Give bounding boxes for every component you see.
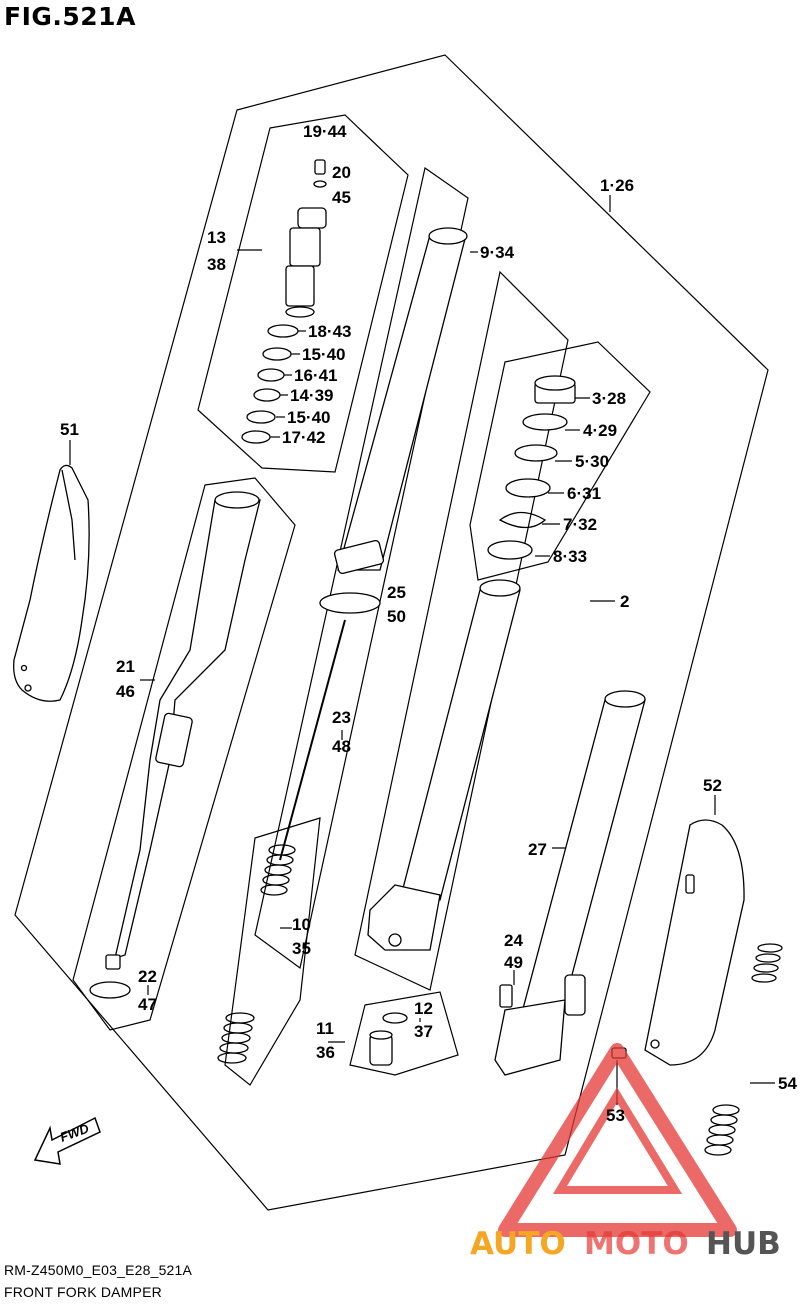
damper-rod-part [89,491,261,999]
outline-spring-group [224,817,321,1086]
inner-tube-part [279,227,468,861]
spring-part [217,844,296,1064]
callout-46: 46 [116,682,135,701]
callout-2: 2 [620,592,629,611]
callout-8-33: 8·33 [553,547,587,566]
fork-leg-part [494,690,646,1076]
callout-27: 27 [528,840,547,859]
callout-6-31: 6·31 [567,484,601,503]
valve-part [369,1012,408,1066]
callout-22: 22 [138,967,157,986]
automotohub-watermark-logo [498,1043,737,1237]
callout-48: 48 [332,737,351,756]
callout-9-34: 9·34 [480,243,515,262]
callout-36: 36 [316,1043,335,1062]
callout-13: 13 [207,228,226,247]
automotohub-watermark: AUTO MOTO HUB [470,1226,781,1262]
callout-49: 49 [504,953,523,972]
fork-guard-right-part [644,819,745,1066]
callout-18-43: 18·43 [308,322,351,341]
callout-50: 50 [387,607,406,626]
figure-title: FIG.521A [4,2,136,31]
outline-valve-group [349,991,459,1076]
callout-labels: 19·44 20 45 13 38 18·43 15·40 16·41 14·3… [60,122,797,1125]
cartridge-parts [241,159,327,444]
callout-19-44: 19·44 [303,122,347,141]
callout-20: 20 [332,163,351,182]
callout-10: 10 [292,915,311,934]
outline-inner-tube-group [254,166,469,970]
callout-45: 45 [332,188,351,207]
callout-11: 11 [316,1019,334,1038]
figure-code: RM-Z450M0_E03_E28_521A [4,1262,193,1278]
outer-tube-part [367,579,521,951]
callout-52: 52 [703,776,722,795]
fwd-arrow-icon: FWD [33,1116,101,1165]
figure-subtitle: FRONT FORK DAMPER [4,1284,162,1300]
callout-16-41: 16·41 [294,366,337,385]
callout-1-26: 1·26 [600,176,634,195]
callout-12: 12 [414,999,433,1018]
callout-23: 23 [332,708,351,727]
seal-parts [487,375,576,560]
callout-15-40-a: 15·40 [302,345,345,364]
callout-54: 54 [778,1074,797,1093]
watermark-auto: AUTO [470,1226,566,1262]
watermark-moto: MOTO [584,1226,689,1262]
callout-51: 51 [60,420,79,439]
callout-4-29: 4·29 [583,421,617,440]
callout-5-30: 5·30 [575,452,609,471]
callout-25: 25 [387,583,406,602]
callout-7-32: 7·32 [563,515,597,534]
callout-35: 35 [292,939,311,958]
callout-38: 38 [207,255,226,274]
outline-cartridge-group [197,114,409,473]
outline-outer-tube-group [354,270,569,991]
watermark-hub: HUB [706,1226,781,1262]
callout-15-40-b: 15·40 [287,408,330,427]
outline-main-assembly [14,54,769,1211]
outline-damper-rod-group [72,477,296,1031]
callout-21: 21 [116,657,135,676]
callout-37: 37 [414,1022,433,1041]
callout-14-39: 14·39 [290,386,333,405]
callout-47: 47 [138,995,157,1014]
fork-guard-left-part [13,464,90,702]
callout-3-28: 3·28 [592,389,626,408]
outline-seal-group [469,341,651,581]
callout-24: 24 [504,931,523,950]
callout-17-42: 17·42 [282,428,325,447]
callout-53: 53 [606,1106,625,1125]
